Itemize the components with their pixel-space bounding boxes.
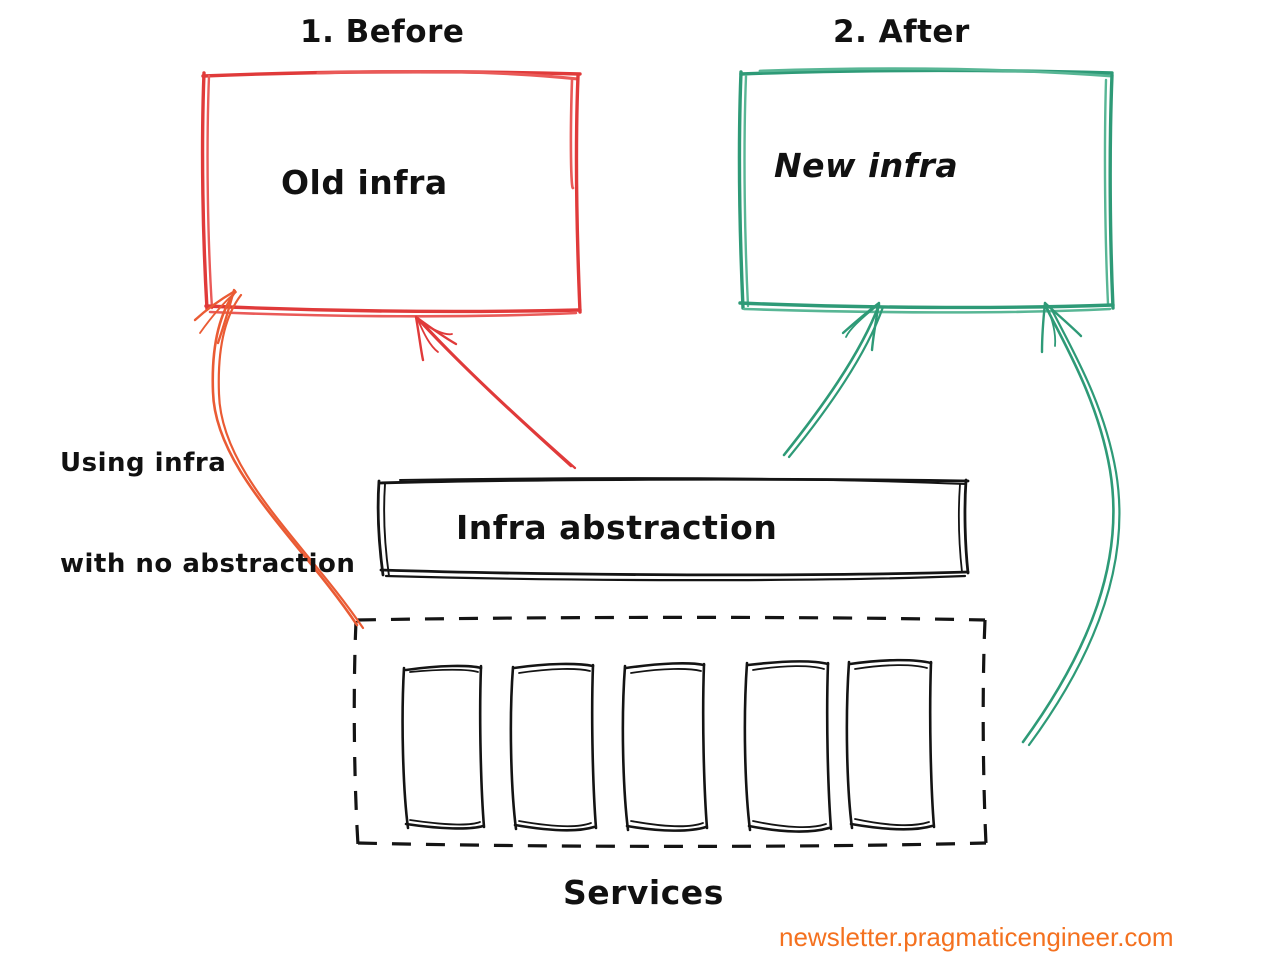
annotation-using-infra-no-abstraction: Using infra with no abstraction — [60, 379, 355, 649]
title-after: 2. After — [833, 14, 970, 50]
arrow-abstraction-to-old-infra — [414, 315, 577, 470]
service-box — [401, 664, 486, 830]
services-label: Services — [563, 873, 724, 912]
watermark-url: newsletter.pragmaticengineer.com — [779, 922, 1174, 952]
service-boxes — [401, 658, 936, 833]
old-infra-box-strokes — [200, 69, 582, 318]
service-box — [621, 662, 709, 832]
title-before: 1. Before — [300, 14, 465, 50]
arrow-services-to-old-infra — [193, 288, 365, 630]
arrow-services-to-new-infra — [1021, 301, 1121, 747]
arrow-abstraction-to-new-infra — [782, 301, 885, 459]
service-box — [743, 660, 833, 833]
service-box — [845, 658, 936, 831]
annotation-line-2: with no abstraction — [60, 548, 356, 579]
old-infra-label: Old infra — [281, 163, 448, 202]
annotation-line-1: Using infra — [60, 447, 227, 478]
infra-abstraction-label: Infra abstraction — [456, 508, 778, 547]
infra-abstraction-box-strokes — [376, 477, 970, 582]
new-infra-label: New infra — [774, 146, 959, 185]
service-box — [509, 662, 598, 832]
new-infra-box-strokes — [737, 67, 1115, 314]
services-group-dashed-box — [352, 615, 988, 848]
